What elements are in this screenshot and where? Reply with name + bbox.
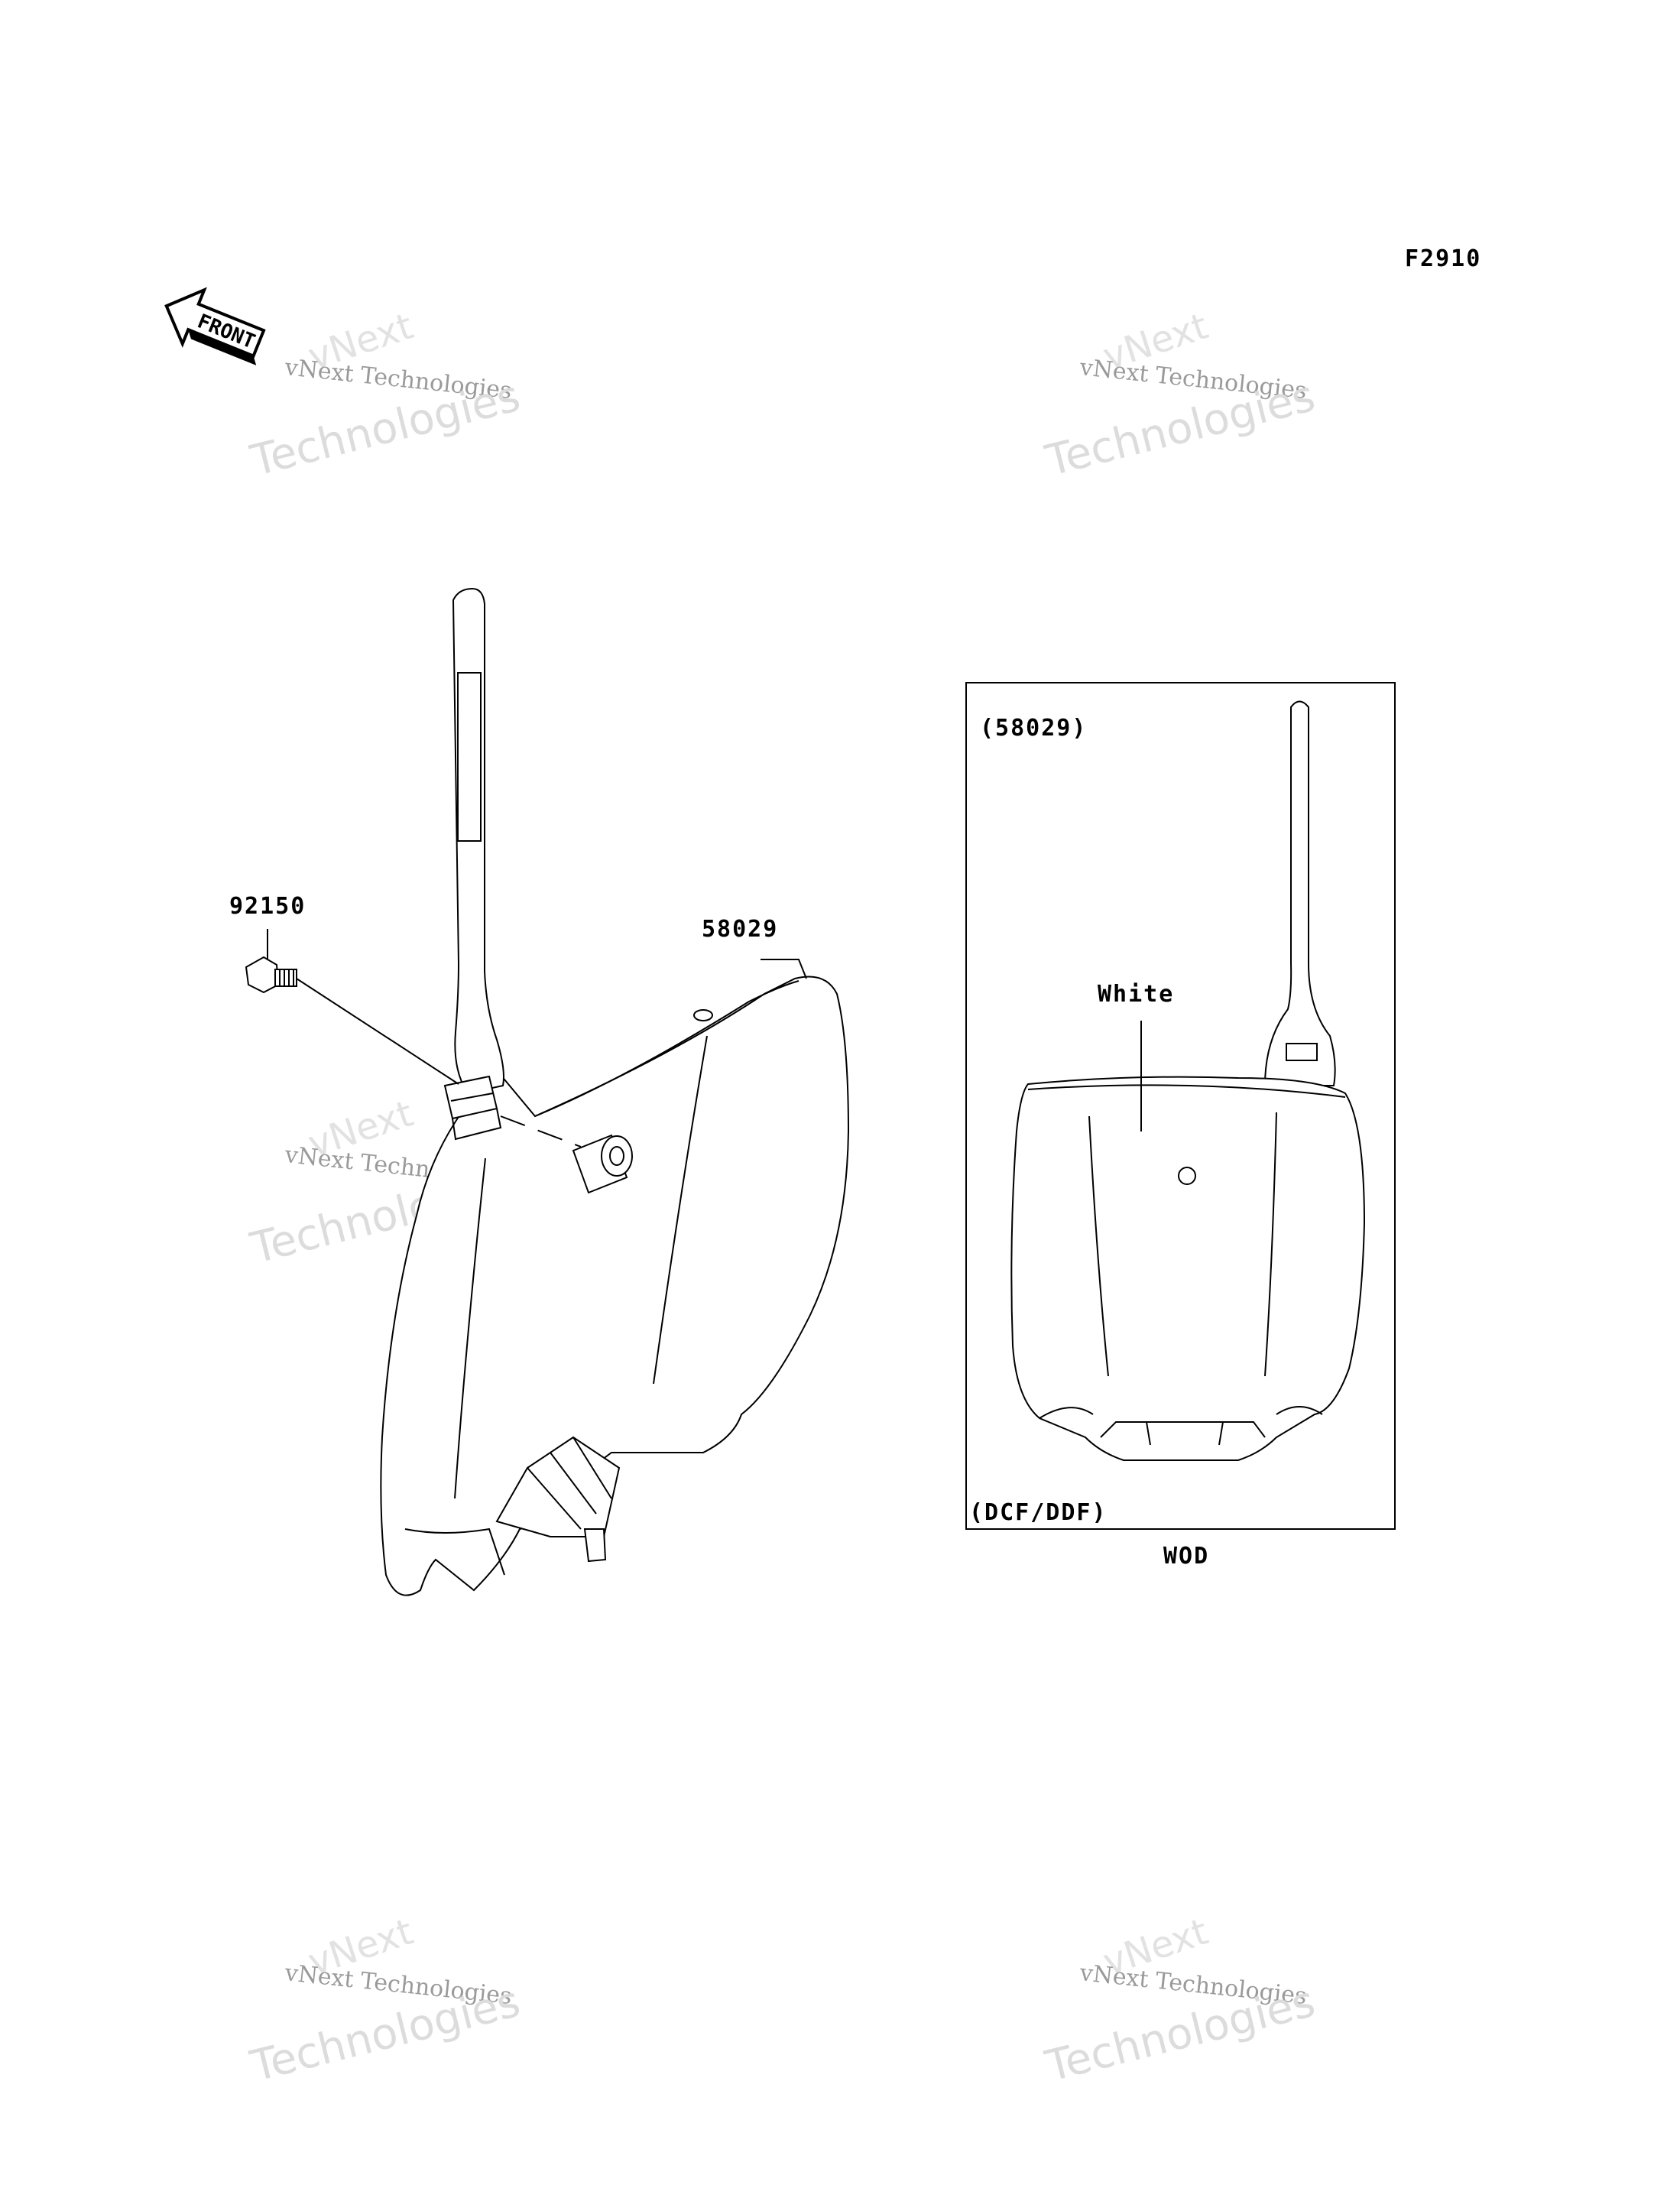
color-label: White bbox=[1098, 981, 1174, 1008]
watermark-top-right: vNext vNext Technologies Technologies bbox=[1040, 305, 1320, 487]
plate-body bbox=[380, 976, 850, 1596]
figure-code: F2910 bbox=[1405, 245, 1481, 272]
inset-variant-label: (DCF/DDF) bbox=[969, 1499, 1108, 1526]
grip-ribbing bbox=[457, 672, 482, 842]
grommet bbox=[500, 1115, 633, 1194]
inset-stalk bbox=[1263, 700, 1336, 1086]
bolt-92150 bbox=[245, 929, 459, 1085]
front-arrow-icon: FRONT bbox=[164, 287, 266, 365]
inset-plate bbox=[1010, 1076, 1366, 1461]
watermark-top-left: vNext vNext Technologies Technologies bbox=[245, 305, 525, 487]
stalk bbox=[443, 587, 504, 1141]
inset-caption: WOD bbox=[1163, 1543, 1209, 1570]
leader-58029 bbox=[761, 959, 807, 979]
callout-92150: 92150 bbox=[229, 893, 306, 920]
watermark-bottom-right: vNext vNext Technologies Technologies bbox=[1040, 1911, 1320, 2092]
inset-part-label: (58029) bbox=[980, 715, 1087, 742]
watermark-bottom-left: vNext vNext Technologies Technologies bbox=[245, 1911, 525, 2092]
callout-58029: 58029 bbox=[702, 916, 778, 943]
number-plate-main bbox=[380, 976, 850, 1596]
inset-panel: (58029) (DCF/DDF) White bbox=[965, 682, 1396, 1530]
